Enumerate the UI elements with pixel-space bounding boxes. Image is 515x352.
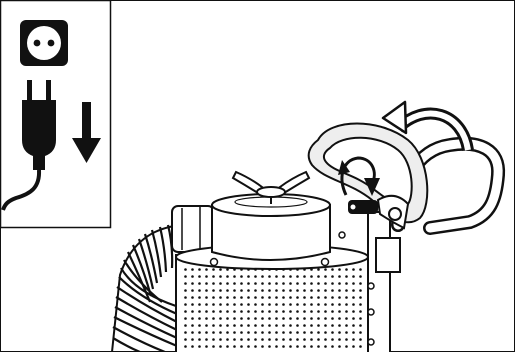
unplug-inset-panel	[1, 1, 111, 228]
socket-icon	[20, 20, 68, 66]
dust-extractor	[112, 102, 498, 352]
handle-frame	[368, 212, 400, 352]
